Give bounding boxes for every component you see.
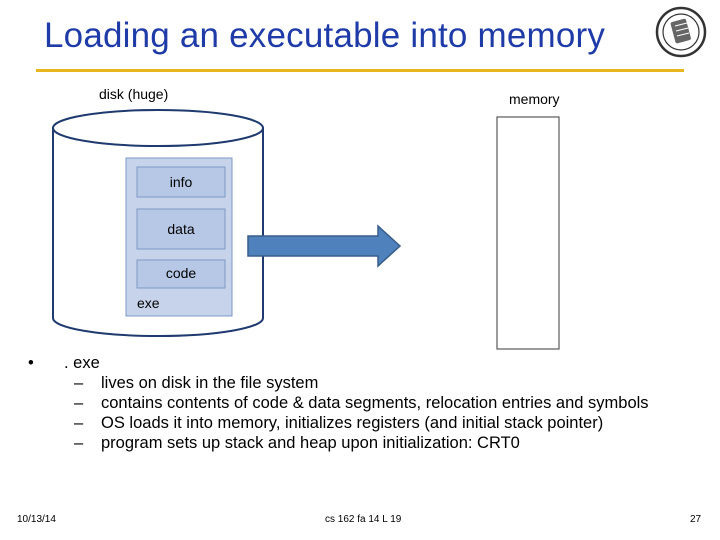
segment-data-label: data — [167, 221, 195, 237]
bullet-heading: . exe — [64, 354, 100, 372]
footer-page-number: 27 — [690, 514, 702, 525]
sub-bullet-text: program sets up stack and heap upon init… — [101, 434, 520, 452]
title-divider — [36, 69, 684, 72]
university-seal-icon — [655, 6, 707, 58]
sub-bullet: –lives on disk in the file system — [74, 374, 319, 392]
segment-code — [136, 259, 226, 289]
sub-bullet: –contains contents of code & data segmen… — [74, 394, 649, 412]
sub-bullet: –OS loads it into memory, initializes re… — [74, 414, 604, 432]
disk-label: disk (huge) — [99, 86, 169, 102]
bullet-list: • . exe –lives on disk in the file syste… — [28, 353, 698, 453]
slide-title: Loading an executable into memory — [44, 16, 606, 55]
memory-label: memory — [509, 91, 560, 107]
sub-bullet-text: OS loads it into memory, initializes reg… — [101, 414, 604, 432]
segment-info — [136, 166, 226, 198]
segment-code-label: code — [165, 265, 197, 281]
exe-label: exe — [137, 295, 160, 311]
sub-bullet-text: contains contents of code & data segment… — [101, 394, 649, 412]
load-arrow — [247, 224, 402, 268]
segment-data — [136, 208, 226, 250]
sub-bullet-text: lives on disk in the file system — [101, 374, 319, 392]
segment-info-label: info — [169, 174, 193, 190]
footer-date: 10/13/14 — [17, 514, 56, 525]
bullet-item: • . exe — [28, 353, 698, 373]
memory-box — [496, 116, 560, 350]
sub-bullet: –program sets up stack and heap upon ini… — [74, 434, 520, 452]
bullet-marker: • — [28, 354, 34, 372]
footer-course: cs 162 fa 14 L 19 — [325, 514, 402, 525]
